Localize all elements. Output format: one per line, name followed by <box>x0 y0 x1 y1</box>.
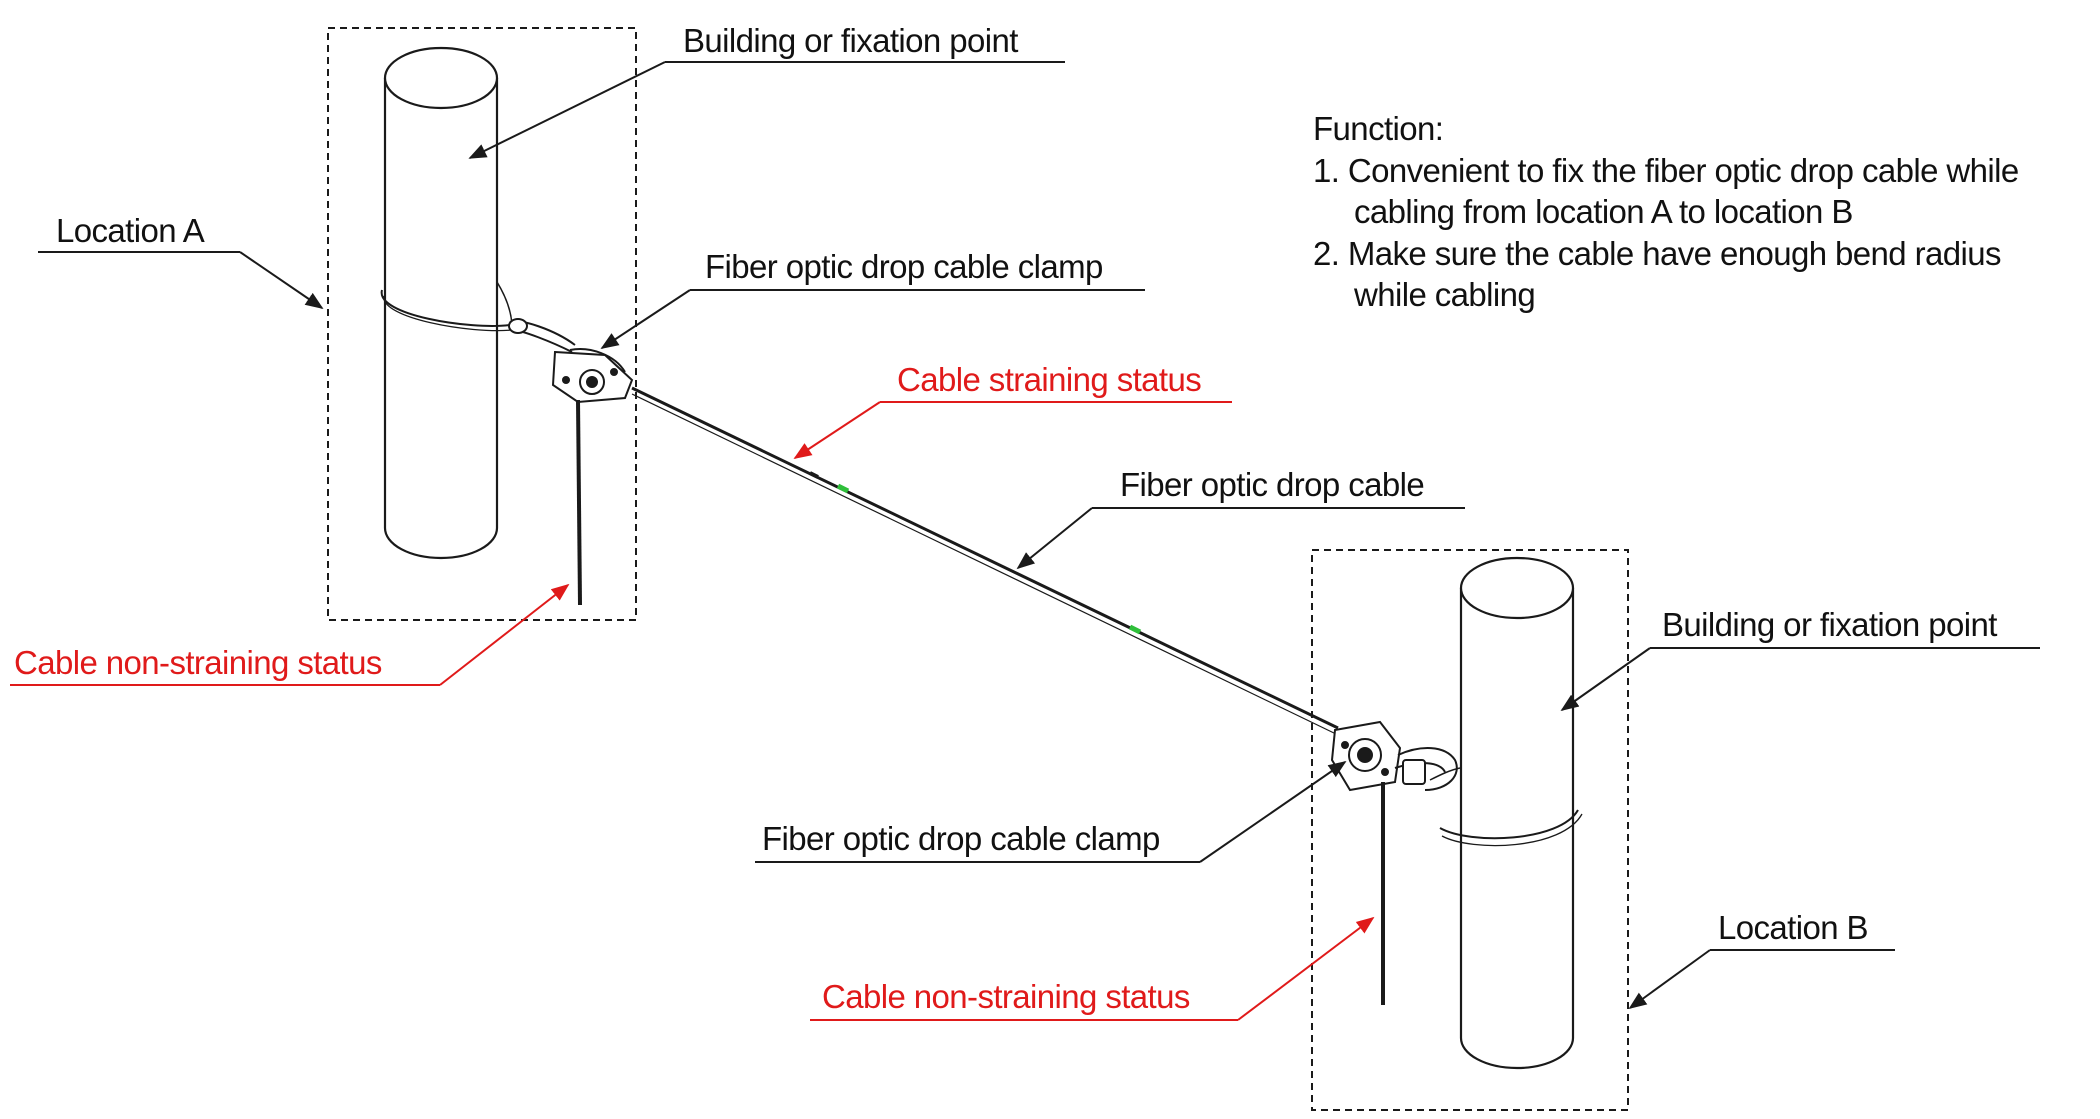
label-building-top: Building or fixation point <box>683 22 1018 59</box>
drop-cable <box>631 386 1339 735</box>
hanging-cable-a <box>576 399 582 606</box>
callout-straining: Cable straining status <box>793 361 1232 459</box>
callout-location-b: Location B <box>1628 909 1895 1010</box>
function-item-2-line-1: 2. Make sure the cable have enough bend … <box>1313 235 2001 272</box>
callout-building-top: Building or fixation point <box>468 22 1065 159</box>
label-non-straining-left: Cable non-straining status <box>14 644 382 681</box>
callout-clamp-top: Fiber optic drop cable clamp <box>600 248 1145 349</box>
callout-building-bottom: Building or fixation point <box>1560 606 2040 712</box>
label-building-bottom: Building or fixation point <box>1662 606 1997 643</box>
callout-clamp-bottom: Fiber optic drop cable clamp <box>755 760 1347 863</box>
location-a-group <box>327 27 637 621</box>
label-clamp-bottom: Fiber optic drop cable clamp <box>762 820 1160 857</box>
label-location-a: Location A <box>56 212 205 249</box>
label-clamp-top: Fiber optic drop cable clamp <box>705 248 1103 285</box>
label-location-b: Location B <box>1718 909 1868 946</box>
cable-clamp-a <box>508 318 634 404</box>
label-non-straining-right: Cable non-straining status <box>822 978 1190 1015</box>
cable-marker-1 <box>836 483 850 494</box>
function-item-2-line-2: while cabling <box>1353 276 1535 313</box>
callout-non-straining-right: Cable non-straining status <box>810 916 1375 1021</box>
callout-location-a: Location A <box>38 212 324 310</box>
cable-marker-2 <box>1128 624 1142 635</box>
label-straining: Cable straining status <box>897 361 1201 398</box>
pole-b <box>1459 556 1575 1070</box>
cable-clamp-b <box>1330 720 1458 792</box>
location-b-group <box>1311 549 1629 1111</box>
pole-a <box>383 46 499 560</box>
function-item-1-line-2: cabling from location A to location B <box>1354 193 1853 230</box>
function-block: Function: 1. Convenient to fix the fiber… <box>1313 110 2019 313</box>
function-item-1-line-1: 1. Convenient to fix the fiber optic dro… <box>1313 152 2019 189</box>
location-a-boundary <box>327 27 637 621</box>
location-b-boundary <box>1311 549 1629 1111</box>
callout-drop-cable: Fiber optic drop cable <box>1016 466 1465 570</box>
label-drop-cable: Fiber optic drop cable <box>1120 466 1424 503</box>
callout-non-straining-left: Cable non-straining status <box>10 583 570 686</box>
strap-b <box>1439 809 1579 840</box>
function-heading: Function: <box>1313 110 1443 147</box>
